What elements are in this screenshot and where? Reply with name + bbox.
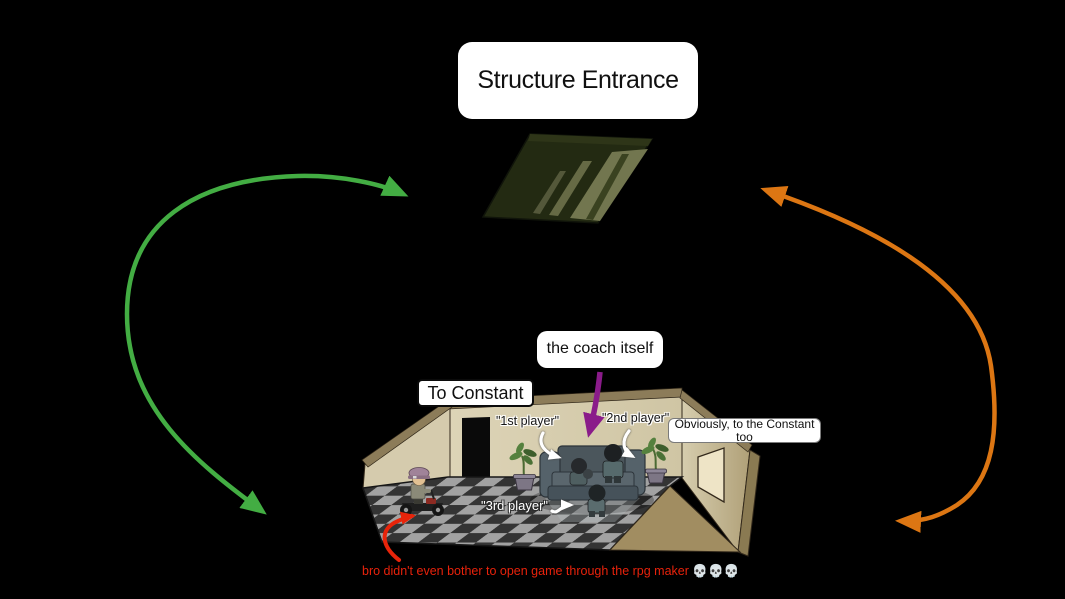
meme-caption: bro didn't even bother to open game thro…: [362, 564, 740, 578]
white-arrow-player1: [539, 431, 562, 460]
purple-down-arrow: [583, 371, 605, 438]
white-arrow-player3: [550, 499, 574, 514]
player2-sprite: [602, 444, 624, 483]
plant-right: [641, 437, 669, 484]
bike-rider-sprite: [400, 467, 444, 516]
structure-entrance-label: Structure Entrance: [458, 42, 698, 119]
white-arrow-player2: [621, 429, 636, 458]
room-left-wall: [362, 405, 451, 490]
green-curved-arrow: [124, 173, 409, 515]
orange-curved-arrow: [760, 186, 997, 533]
obviously-constant-label: Obviously, to the Constant too: [668, 418, 821, 443]
red-curved-arrow: [382, 511, 416, 562]
player1-label: "1st player": [496, 414, 560, 428]
player3-sprite: [587, 484, 606, 517]
right-wall-opening: [697, 447, 725, 504]
room-ramp: [608, 485, 742, 553]
game-room: [361, 387, 761, 557]
plant-left: [509, 442, 537, 491]
player3-label: "3rd player": [481, 498, 549, 513]
player2-label: "2nd player": [602, 411, 670, 425]
to-constant-label: To Constant: [417, 379, 534, 407]
structure-entrance-sprite: [481, 133, 654, 224]
room-door: [462, 417, 490, 478]
player1-sprite: [569, 458, 593, 486]
coach-itself-label: the coach itself: [537, 331, 663, 368]
